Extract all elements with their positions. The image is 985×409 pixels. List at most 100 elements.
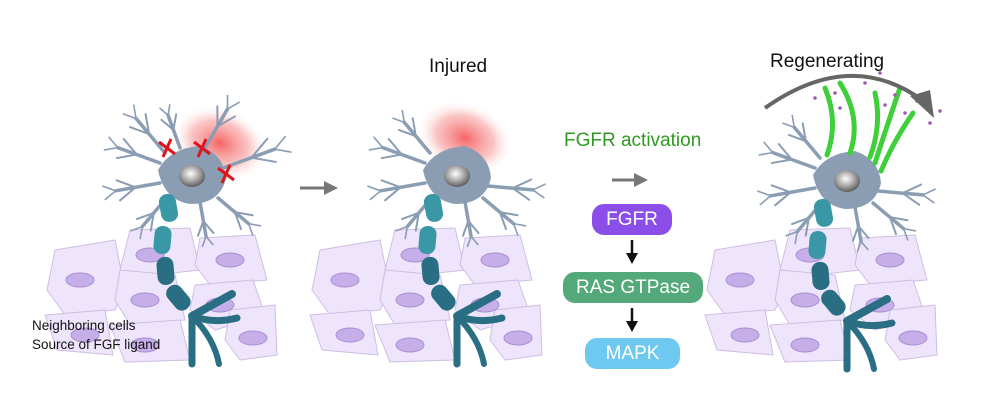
dendrite-branch [196, 219, 205, 237]
dendrite [380, 145, 427, 165]
dendrite-branch [404, 225, 409, 240]
dendrite-branch [801, 122, 807, 143]
stage-intact [44, 94, 292, 368]
myelin-segment [423, 193, 444, 222]
dendrite [463, 200, 473, 239]
dendrite-branch [532, 189, 545, 199]
dendrite [770, 150, 817, 170]
dendrite-branch [857, 224, 870, 240]
dendrite-branch [902, 227, 909, 241]
stage-title-injured: Injured [429, 56, 488, 77]
dendrite-branch [380, 179, 402, 189]
dendrite-branch [860, 240, 869, 251]
dendrite-branch [512, 222, 519, 236]
dendrite-branch [102, 185, 117, 192]
dendrite-branch [790, 216, 810, 226]
dendrite-branch [247, 222, 262, 227]
annotation-line-1: Neighboring cells [32, 318, 136, 333]
stage-regenerating [704, 71, 942, 373]
dendrite-branch [774, 191, 792, 207]
dendrite-branch [512, 222, 527, 227]
dendrite-branch [167, 103, 171, 116]
annotation-neighboring-cells: Neighboring cells Source of FGF ligand [32, 316, 160, 354]
dendrite-branch [233, 211, 243, 231]
cell-nucleus [503, 330, 533, 346]
right-arrow-icon [300, 181, 338, 195]
dendrite-branch [149, 211, 155, 232]
cell-nucleus [790, 292, 820, 308]
dendrite [378, 181, 427, 193]
dendrite-branch [144, 113, 151, 136]
dendrite-branch [922, 194, 935, 204]
myelin-segment [418, 226, 437, 255]
dendrite-branch [202, 219, 215, 235]
dendrite-branch [159, 107, 169, 116]
cell-nucleus [335, 327, 365, 343]
dendrite-branch [901, 192, 921, 206]
neuron-nucleus [179, 165, 205, 187]
dendrite [853, 205, 863, 244]
dendrite-branch [205, 235, 214, 246]
dendrite-branch [397, 128, 417, 138]
dendrite-branch [888, 216, 909, 222]
regrowing-neurite [837, 80, 857, 156]
dendrite-branch [369, 190, 382, 201]
dendrite-branch [401, 109, 406, 124]
dendrite-branch [411, 117, 417, 138]
dendrite-branch [367, 185, 382, 192]
dendrite [221, 147, 277, 170]
dendrite [134, 116, 167, 155]
dendrite-branch [804, 216, 810, 237]
myelin-segment [153, 226, 172, 255]
dendrite-branch [250, 137, 269, 159]
dendrite-branch [122, 138, 138, 156]
myelin-segment [811, 261, 830, 290]
axon-terminal [844, 318, 877, 372]
dendrite-branch [395, 225, 409, 232]
dendrite-branch [216, 115, 236, 128]
axon-terminal [189, 313, 222, 367]
dendrite-branch [139, 225, 144, 240]
dendrite-branch [129, 126, 151, 136]
regrowing-neurite [822, 85, 836, 158]
fgf-ligand-particle [863, 81, 867, 85]
cell-nucleus [395, 337, 425, 353]
dendrite-branch [901, 183, 923, 195]
dendrite-branch [387, 138, 403, 156]
dendrite-branch [380, 153, 403, 160]
myelin-segment [166, 284, 191, 311]
dendrite-branch [532, 183, 546, 191]
dendrite-branch [794, 230, 799, 245]
dendrite-branch [782, 122, 796, 129]
cell-nucleus [725, 272, 755, 288]
dendrite-branch [115, 153, 138, 160]
x-mark-icon [161, 138, 173, 158]
dendrite-branch [392, 117, 406, 124]
dendrite-branch [132, 104, 137, 120]
myelin-segment [158, 193, 179, 222]
cell-nucleus [875, 252, 905, 268]
regrowing-neurite [867, 90, 881, 160]
down-arrow-icon [626, 240, 638, 264]
dendrite-branch [172, 113, 178, 131]
dendrite [216, 196, 251, 226]
dendrite-branch [201, 235, 207, 248]
dendrite-branch [108, 136, 119, 149]
dendrite-branch [498, 211, 519, 217]
cell-nucleus [330, 272, 360, 288]
dendrite [402, 120, 432, 155]
cell-nucleus [130, 337, 160, 353]
dendrite [486, 184, 535, 192]
pathway-header: FGFR activation [564, 130, 702, 151]
dendrite-branch [922, 188, 936, 196]
pathway-step-mapk: MAPK [585, 338, 680, 369]
dendrite-branch [791, 114, 796, 129]
myelin-segment [808, 231, 827, 260]
dendrite-branch [888, 216, 898, 236]
dendrite [198, 200, 208, 239]
dendrite-branch [470, 235, 479, 246]
fgf-ligand-particle [938, 109, 942, 113]
pathway-step-fgfr: FGFR [592, 204, 672, 235]
axon-terminal [453, 290, 501, 320]
